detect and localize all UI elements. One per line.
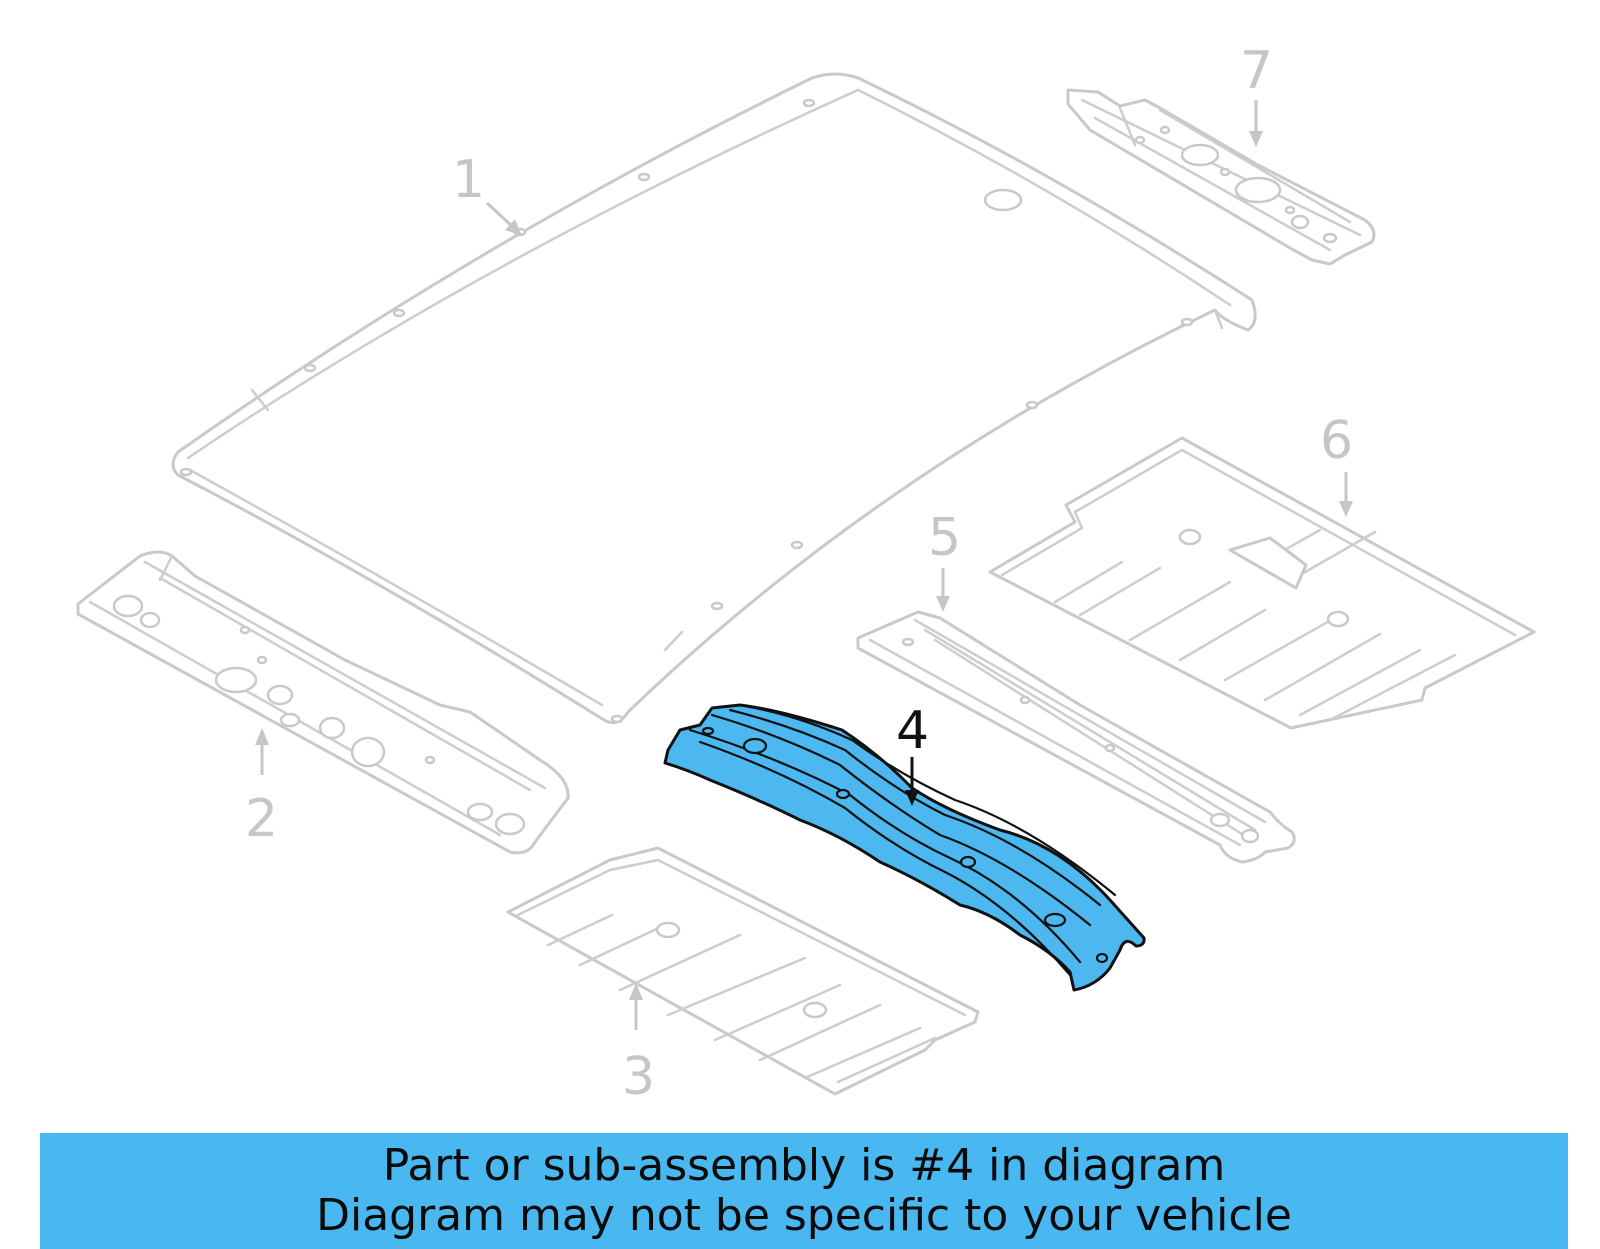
callout-5: 5: [928, 508, 961, 612]
callout-7: 7: [1240, 41, 1273, 147]
callout-2: 2: [245, 728, 278, 849]
callout-7-number: 7: [1240, 41, 1273, 101]
banner-line-disclaimer: Diagram may not be specific to your vehi…: [316, 1190, 1292, 1241]
callout-1: 1: [452, 150, 522, 236]
callout-2-number: 2: [245, 789, 278, 849]
part-7-bracket[interactable]: [1066, 88, 1376, 266]
callout-4-number: 4: [896, 701, 929, 761]
callout-6: 6: [1320, 411, 1353, 517]
banner-line-part: Part or sub-assembly is #4 in diagram: [382, 1140, 1226, 1191]
callout-6-number: 6: [1320, 411, 1353, 471]
part-5-rear-header[interactable]: [856, 610, 1296, 864]
info-banner: Part or sub-assembly is #4 in diagram Di…: [40, 1133, 1568, 1249]
part-3-panel[interactable]: [506, 846, 980, 1096]
part-2-front-header[interactable]: [76, 550, 570, 855]
part-1-roof-panel[interactable]: [171, 72, 1257, 725]
callout-5-number: 5: [928, 508, 961, 568]
part-6-panel[interactable]: [988, 436, 1536, 730]
callout-1-number: 1: [452, 150, 485, 210]
callout-3-number: 3: [622, 1047, 655, 1107]
callout-3: 3: [622, 983, 655, 1107]
part-4-roof-bow[interactable]: [663, 703, 1146, 992]
callout-4: 4: [896, 701, 929, 806]
